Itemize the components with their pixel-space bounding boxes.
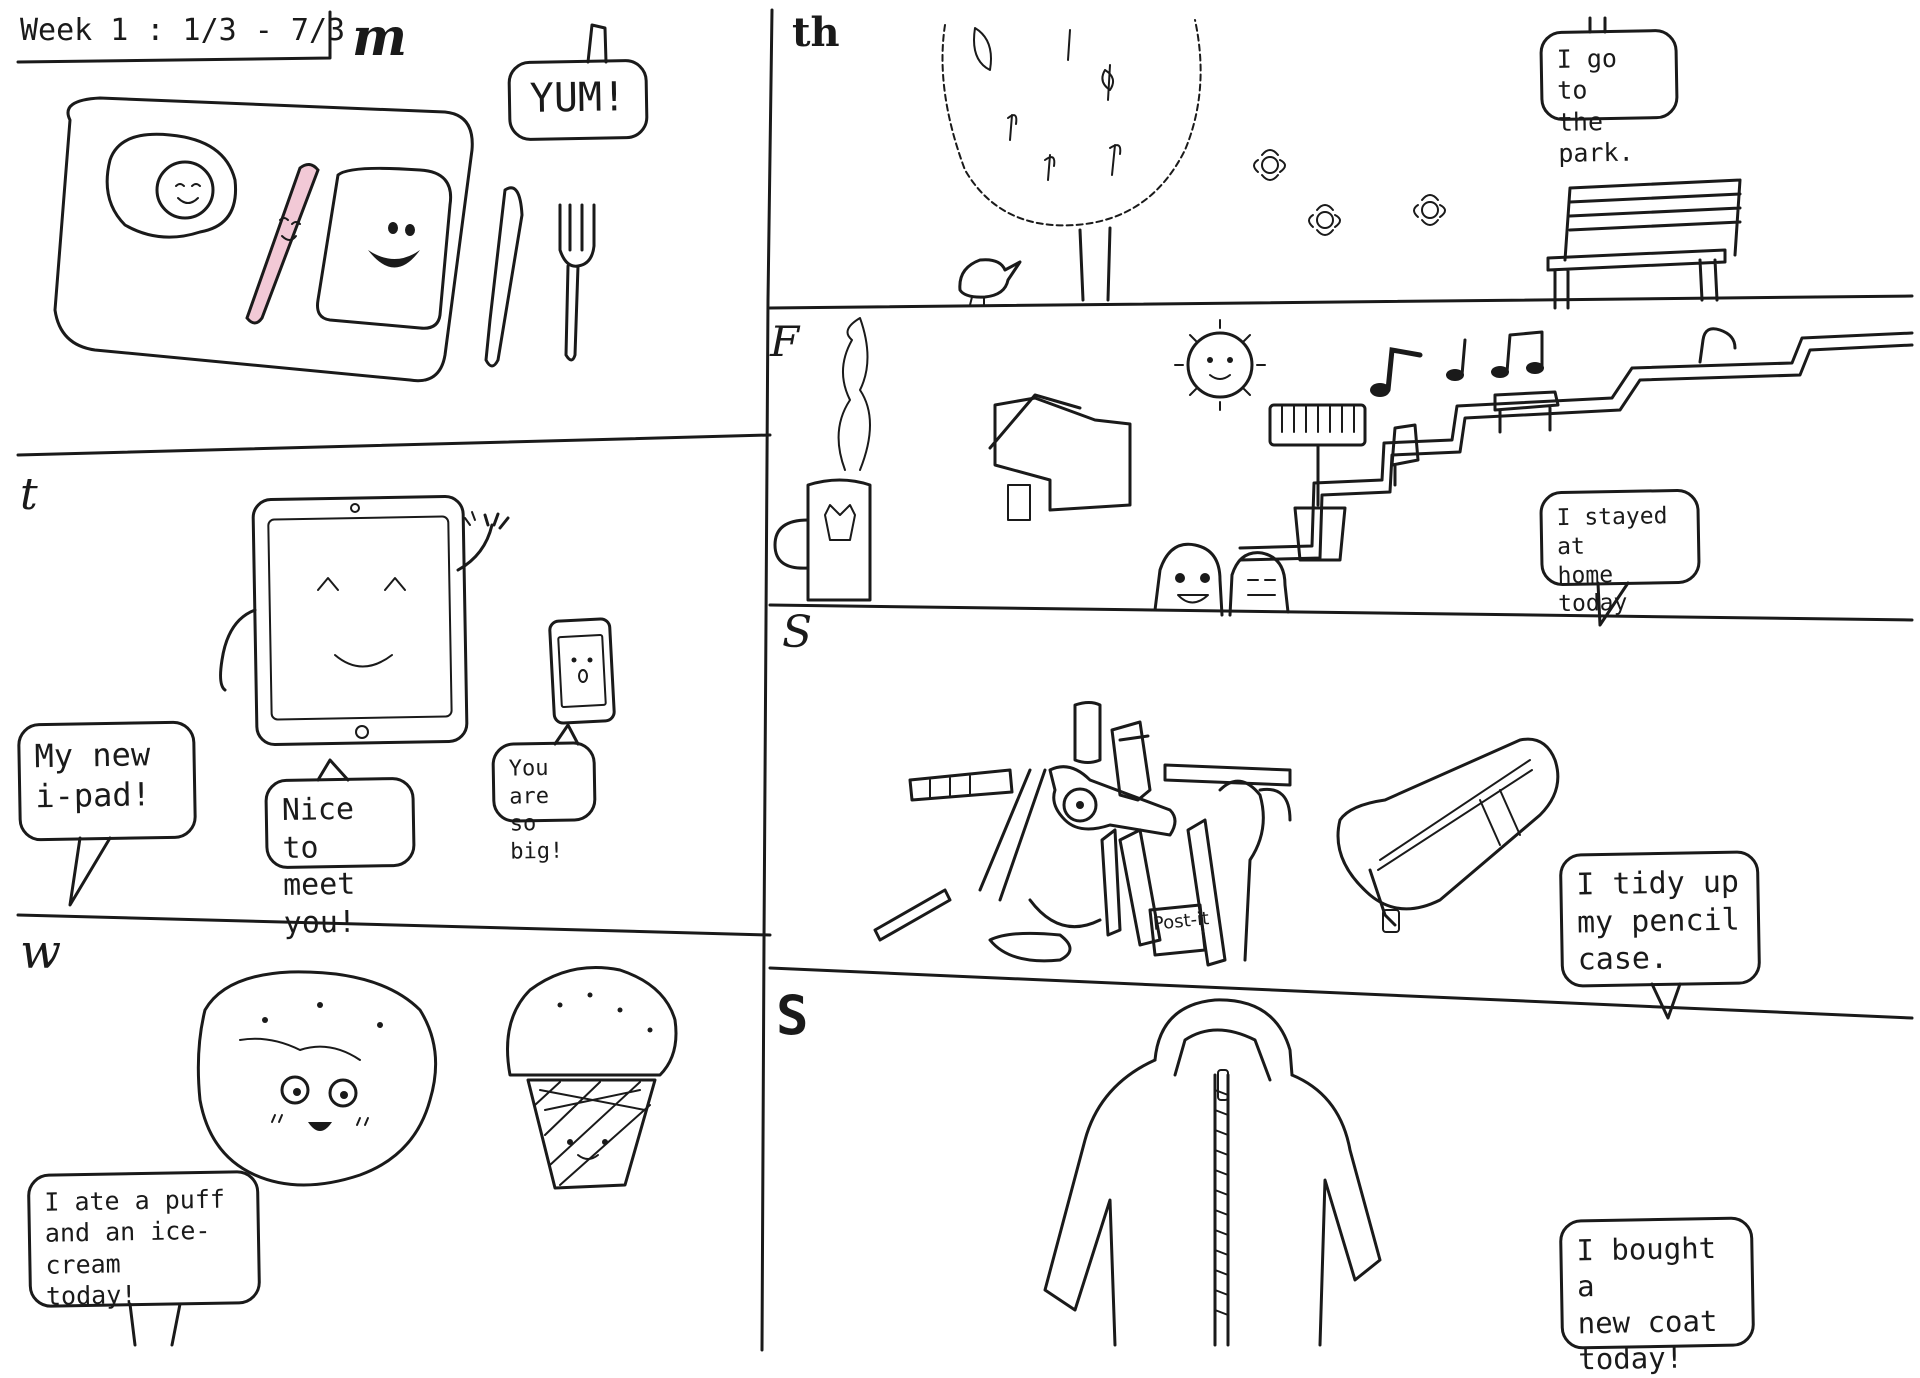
header-underline — [16, 10, 332, 64]
day-letter-friday: F — [770, 317, 800, 366]
sun-illustration — [1174, 319, 1266, 411]
ice-cream-illustration — [506, 966, 678, 1190]
tail-stayed-home — [1596, 581, 1630, 627]
blob-friends-illustration — [1153, 542, 1290, 617]
day-letter-saturday: S — [782, 607, 813, 658]
bird-illustration — [958, 258, 1022, 307]
stationery-pile-illustration — [873, 701, 1292, 967]
day-letter-thursday: th — [792, 9, 840, 56]
day-letter-tuesday: t — [20, 469, 38, 520]
divider-thu-fri — [768, 294, 1914, 310]
breakfast-tray-illustration — [53, 96, 596, 383]
divider-tue-wed — [16, 913, 772, 937]
puff-illustration — [196, 970, 438, 1187]
pencil-case-illustration — [1336, 737, 1560, 933]
tail-new-ipad — [68, 836, 112, 907]
tail-tidy — [1650, 982, 1682, 1020]
coat-illustration — [1043, 998, 1382, 1347]
park-tree-illustration — [941, 19, 1202, 302]
day-letter-sunday: S — [776, 984, 809, 1047]
bench-illustration — [1546, 178, 1742, 310]
tail-so-big — [553, 723, 580, 746]
house-illustration — [988, 393, 1132, 521]
tail-nice-to-meet — [316, 758, 350, 782]
divider-fri-sat — [768, 603, 1914, 622]
day-letter-wednesday: w — [20, 924, 62, 980]
divider-mon-tue — [16, 433, 772, 457]
divider-sat-sun — [768, 966, 1914, 1020]
center-divider — [760, 8, 774, 1352]
phone-illustration — [548, 617, 616, 725]
flowers-illustration — [1253, 149, 1446, 236]
tail-park — [1588, 16, 1607, 34]
piano-illustration — [1268, 403, 1367, 562]
tail-yum — [586, 23, 608, 64]
mug-illustration — [773, 317, 872, 602]
tail-puff — [128, 1302, 182, 1347]
week-label: Week 1 : 1/3 - 7/3 — [20, 13, 346, 48]
ipad-illustration — [219, 494, 510, 747]
day-letter-monday: m — [352, 7, 408, 68]
staircase-illustration — [1238, 327, 1914, 562]
